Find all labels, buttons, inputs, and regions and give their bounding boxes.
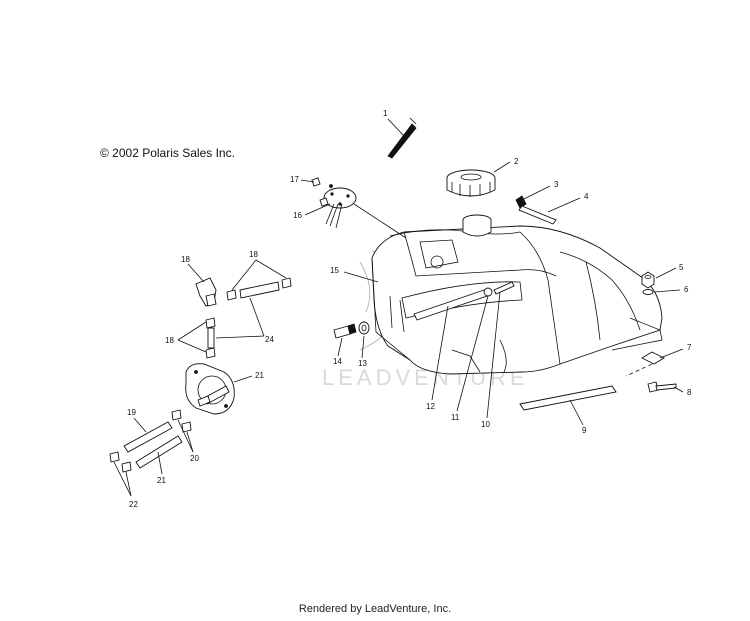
callout-12: 12 [426,402,435,411]
part-13-grommet [358,321,370,335]
callout-17: 17 [290,175,299,184]
part-18-clamps [205,277,292,359]
callout-24: 24 [265,335,274,344]
callout-19: 18 [181,255,190,264]
part-11-clamp [483,287,493,297]
callout-21b: 22 [129,500,138,509]
callout-3: 3 [554,180,559,189]
callout-22: 21 [157,476,166,485]
callout-18a: 18 [249,250,258,259]
callout-2: 2 [514,157,519,166]
callout-6: 6 [684,285,689,294]
callout-10: 10 [481,420,490,429]
part-9-strip [519,385,617,411]
part-10-fitting [493,281,515,295]
part-16-fuel-sender [323,187,357,229]
callout-20: 19 [127,408,136,417]
footer-credit: Rendered by LeadVenture, Inc. [298,603,452,615]
part-7-pad [641,351,665,365]
part-23-fuel-pump [185,363,235,415]
part-6-washer [642,289,654,295]
part-19-petcock [195,277,217,307]
callout-15: 15 [330,266,339,275]
part-22-hose [135,435,183,469]
callout-18b: 18 [165,336,174,345]
callout-9: 9 [582,426,587,435]
part-4-vent-hose [518,205,557,225]
part-3-vent-fitting [515,195,527,209]
callout-21a: 20 [190,454,199,463]
callout-5: 5 [679,263,684,272]
part-21-clamps [109,409,192,473]
part-20-hose [123,421,173,453]
callout-1: 1 [383,109,388,118]
callout-13: 13 [358,359,367,368]
callout-23: 21 [255,371,264,380]
callout-11: 11 [451,413,460,422]
part-17-screw [311,177,333,207]
callout-16: 16 [293,211,302,220]
part-5-nut [641,271,655,289]
part-8-bolt [647,381,677,393]
fuel-tank [371,214,663,375]
callout-4: 4 [584,192,589,201]
part-14-valve [333,323,357,339]
part-1-hose-clip [387,117,417,159]
part-2-fuel-cap [446,169,496,197]
callout-7: 7 [687,343,692,352]
callout-8: 8 [687,388,692,397]
copyright-text: © 2002 Polaris Sales Inc. [100,146,235,160]
part-24-hose [207,281,280,349]
callout-14: 14 [333,357,342,366]
